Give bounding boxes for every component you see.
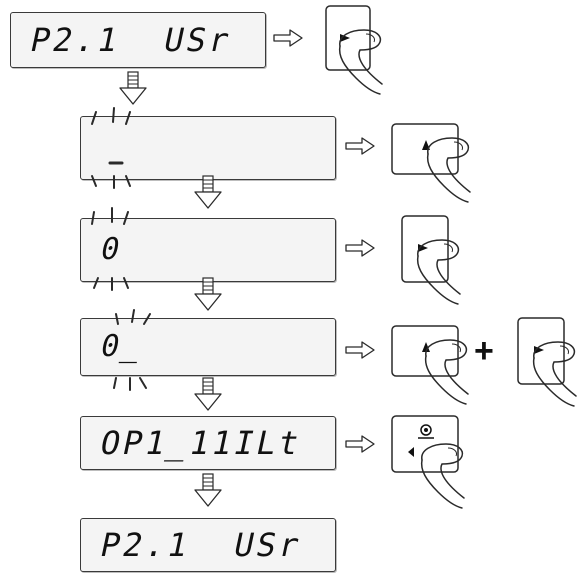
blink-marks-3: [92, 208, 128, 290]
up-key-press: [392, 124, 470, 202]
blink-marks-2: [92, 108, 130, 188]
outline-arrow-down-icon: [195, 474, 221, 506]
blink-marks-4: [114, 310, 150, 390]
enter-key-press: [392, 416, 464, 508]
outline-arrow-right-icon: [346, 436, 374, 452]
outline-arrow-right-icon: [346, 240, 374, 256]
right-key-press-2: [402, 216, 460, 304]
outline-arrow-down-icon: [195, 378, 221, 410]
outline-arrow-right-icon: [274, 30, 302, 46]
right-key-press-3: [518, 318, 576, 406]
up-key-press-combo: [392, 326, 468, 404]
right-key-press-1: [326, 6, 382, 94]
outline-arrow-down-icon: [195, 278, 221, 310]
outline-arrow-down-icon: [120, 72, 146, 104]
plus-sign: +: [474, 332, 494, 370]
outline-arrow-right-icon: [346, 138, 374, 154]
outline-arrow-down-icon: [195, 176, 221, 208]
outline-arrow-right-icon: [346, 342, 374, 358]
